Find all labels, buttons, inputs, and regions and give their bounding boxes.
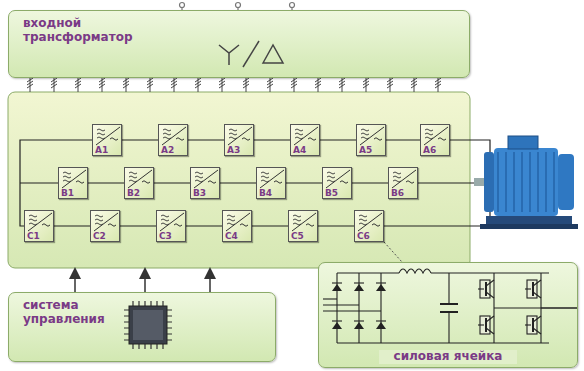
power-cell-box: A5	[356, 124, 386, 156]
cell-label: B5	[325, 188, 338, 198]
motor	[474, 136, 578, 229]
block-box: входной трансформатор	[8, 10, 470, 78]
block-label: входной трансформатор	[9, 11, 133, 45]
series-link	[320, 139, 356, 140]
cell-label: C4	[225, 231, 238, 241]
power-cell-box: A1	[92, 124, 122, 156]
cell-label: B6	[391, 188, 404, 198]
series-link	[54, 225, 90, 226]
power-cell-box: B5	[322, 167, 352, 199]
block-box: силовая ячейка	[318, 262, 578, 368]
control-arrows	[75, 273, 210, 292]
series-link	[122, 139, 158, 140]
cell-label: C3	[159, 231, 172, 241]
power-cell-box: C4	[222, 210, 252, 242]
series-link	[352, 182, 388, 183]
series-link	[120, 225, 156, 226]
cell-label: B2	[127, 188, 140, 198]
power-cell-box: B2	[124, 167, 154, 199]
cell-label: B4	[259, 188, 272, 198]
series-link	[220, 182, 256, 183]
cell-label: C2	[93, 231, 106, 241]
converter-panel	[8, 92, 470, 268]
series-link	[386, 139, 420, 140]
power-cell-box: B3	[190, 167, 220, 199]
series-link	[318, 225, 354, 226]
series-link	[286, 182, 322, 183]
block-label: система управления	[9, 293, 119, 327]
cell-label: C1	[27, 231, 40, 241]
power-cell-box: C6	[354, 210, 384, 242]
power-cell-box: A2	[158, 124, 188, 156]
series-link	[252, 225, 288, 226]
series-link	[186, 225, 222, 226]
power-cell-box: B1	[58, 167, 88, 199]
series-link	[88, 182, 124, 183]
cell-label: A2	[161, 145, 174, 155]
leader-line	[384, 242, 402, 262]
power-cell-box: A3	[224, 124, 254, 156]
power-cell-box: B4	[256, 167, 286, 199]
cell-label: A4	[293, 145, 306, 155]
cell-label: A3	[227, 145, 240, 155]
cell-label: C5	[291, 231, 304, 241]
power-cell-box: A6	[420, 124, 450, 156]
cell-label: A1	[95, 145, 108, 155]
secondary-wires	[27, 78, 441, 92]
power-cell-box: B6	[388, 167, 418, 199]
power-cell-box: A4	[290, 124, 320, 156]
cell-label: B1	[61, 188, 74, 198]
block-box: система управления	[8, 292, 276, 362]
block-label: силовая ячейка	[379, 350, 517, 364]
cell-label: A5	[359, 145, 372, 155]
series-link	[254, 139, 290, 140]
power-cell-box: C3	[156, 210, 186, 242]
series-link	[154, 182, 190, 183]
power-cell-box: C1	[24, 210, 54, 242]
power-cell-box: C5	[288, 210, 318, 242]
series-link	[188, 139, 224, 140]
power-cell-box: C2	[90, 210, 120, 242]
cell-label: A6	[423, 145, 436, 155]
cell-label: C6	[357, 231, 370, 241]
cell-label: B3	[193, 188, 206, 198]
